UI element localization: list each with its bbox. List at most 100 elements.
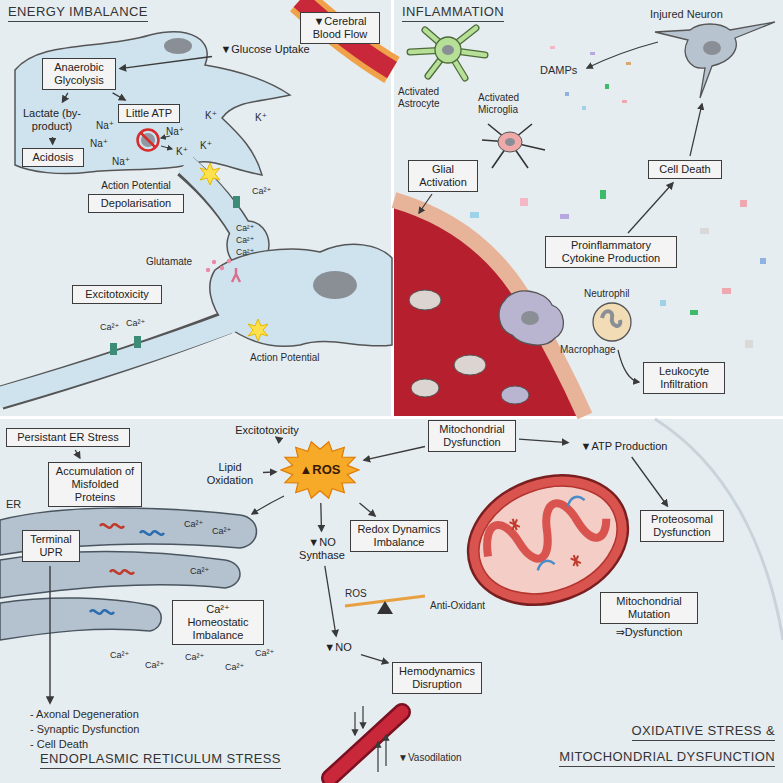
calcium-channel — [134, 336, 141, 348]
annotation-label: ROS — [345, 588, 367, 600]
annotation-label: Ca²⁺ — [236, 224, 254, 234]
process-arrow — [690, 104, 702, 156]
microglia-process — [482, 124, 545, 168]
annotation-label: Glutamate — [146, 256, 192, 268]
annotation-label: Ca²⁺ — [190, 566, 209, 576]
particle — [660, 300, 666, 306]
postsynaptic-neuron — [210, 244, 392, 346]
blood-vessel-wall — [300, 0, 392, 70]
node-text: ▼NO — [320, 641, 356, 654]
pressure-arrow — [362, 706, 363, 728]
node-text: ▲ROS — [299, 462, 340, 477]
process-box: Glial Activation — [408, 160, 478, 192]
damp-particles — [470, 46, 766, 348]
annotation-label: Action Potential — [250, 352, 320, 364]
process-arrow — [49, 566, 50, 703]
blood-vessel — [394, 200, 585, 416]
annotation-label: K⁺ — [176, 146, 188, 158]
particle — [520, 198, 528, 206]
particle — [590, 52, 595, 55]
particle — [565, 92, 569, 96]
vessel-wall — [394, 200, 585, 416]
neutrophil — [593, 303, 631, 341]
process-box: Proteosomal Dysfunction — [640, 510, 724, 542]
section-title: ENERGY IMBALANCE — [8, 5, 148, 22]
node-text: Glial Activation — [413, 163, 473, 189]
action-potential-burst — [248, 319, 268, 341]
annotation-label: - Synaptic Dysfunction — [30, 723, 139, 736]
annotation-label: Ca²⁺ — [100, 322, 119, 332]
arrow-connector — [519, 439, 568, 442]
arrow-connector — [63, 93, 68, 102]
annotation-label: ER — [6, 498, 21, 511]
node-text: Accumulation of Misfolded Proteins — [53, 465, 137, 504]
dendrite — [0, 322, 232, 398]
ion-arrow — [161, 146, 172, 149]
particle — [745, 340, 753, 348]
particle — [700, 228, 709, 234]
action-potential-burst — [200, 163, 220, 185]
particle — [622, 100, 627, 103]
blocked-sign — [141, 133, 155, 147]
blood-vessel-wall — [330, 712, 402, 778]
annotation-label: Ca²⁺ — [236, 248, 254, 258]
process-text: ▼Glucose Uptake — [215, 42, 315, 57]
node-text: Acidosis — [27, 151, 79, 164]
process-text: Lactate (by-product) — [16, 106, 88, 134]
mtdna — [566, 494, 585, 506]
process-arrow — [587, 42, 658, 68]
particle — [626, 62, 631, 65]
nucleus — [505, 138, 515, 146]
annotation-label: Ca²⁺ — [236, 236, 254, 246]
node-text: Mitochondrial Dysfunction — [433, 423, 511, 449]
calcium-channel — [233, 196, 240, 208]
node-text: Anaerobic Glycolysis — [47, 61, 111, 87]
node-text: ⇒Dysfunction — [600, 626, 698, 639]
arrow-connector — [52, 137, 53, 144]
astrocyte — [435, 37, 461, 63]
node-text: Terminal UPR — [27, 533, 75, 559]
annotation-label: Ca²⁺ — [212, 526, 231, 536]
process-box: Acidosis — [22, 148, 84, 167]
astrocyte-process — [410, 28, 485, 78]
nucleus — [442, 45, 454, 55]
panel — [0, 419, 783, 783]
process-text: ▼NO Synthase — [294, 535, 350, 563]
process-text: Excitotoxicity — [225, 423, 309, 438]
process-box: Cell Death — [648, 160, 722, 179]
node-text: Lactate (by-product) — [18, 107, 86, 133]
node-text: Ca²⁺ Homeostatic Imbalance — [177, 603, 259, 642]
annotation-label: Na⁺ — [166, 126, 184, 138]
glutamate-dot — [212, 260, 216, 264]
annotation-label: Ca²⁺ — [184, 519, 203, 529]
nucleus — [703, 41, 721, 55]
process-box: Terminal UPR — [22, 530, 80, 562]
arrow-connector — [113, 93, 126, 100]
calcium-channel — [110, 343, 117, 355]
process-box: Anaerobic Glycolysis — [42, 58, 116, 90]
node-text: Excitotoxicity — [77, 288, 157, 301]
annotation-label: Na⁺ — [112, 156, 130, 168]
node-text: ▼ATP Production — [574, 440, 674, 453]
misfolded-protein — [100, 524, 124, 527]
nucleus — [521, 311, 539, 325]
node-text: Lipid Oxidation — [202, 461, 258, 487]
arrow-connector — [75, 450, 80, 458]
mitochondrion-inner — [464, 468, 632, 612]
particle — [740, 200, 747, 207]
particle — [560, 214, 569, 219]
process-box: Little ATP — [118, 104, 180, 123]
process-text: ▼NO — [318, 640, 358, 655]
astrocyte-process — [410, 28, 485, 78]
annotation-label: Ca²⁺ — [252, 186, 271, 196]
annotation-label: Anti-Oxidant — [430, 600, 485, 612]
node-text: ▼Cerebral Blood Flow — [305, 15, 375, 41]
er-sheet — [0, 598, 161, 640]
node-text: Mitochondrial Mutation — [600, 592, 698, 624]
pressure-arrow — [377, 742, 378, 772]
arrow-connector — [361, 655, 388, 663]
misfolded-protein — [140, 531, 164, 534]
node-text: Proinflammatory Cytokine Production — [550, 239, 672, 265]
blood-cell — [409, 290, 441, 310]
node-text: ▼Glucose Uptake — [217, 43, 313, 56]
